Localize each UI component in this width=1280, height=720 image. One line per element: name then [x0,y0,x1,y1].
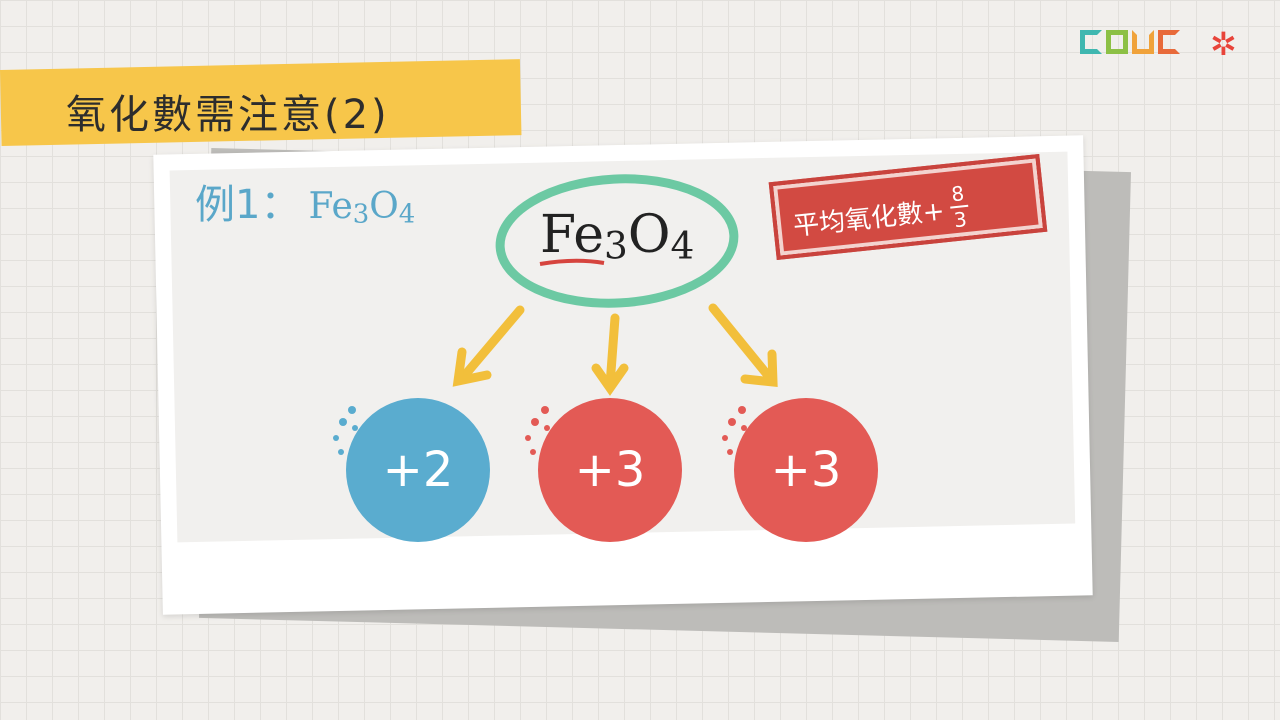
center-sub-3: 3 [604,223,628,268]
splatter-blue [333,406,358,455]
arrow-center-icon [591,313,629,396]
splatter-red-1 [525,406,550,455]
circle-red-1 [538,398,682,542]
example-formula: Fe3O4 [308,186,416,230]
circle-red-2 [734,398,878,542]
example-sub-3: 3 [352,199,370,230]
oxidation-label-3: +3 [770,442,842,498]
highlight-ring [495,174,739,308]
oxidation-label-1: +2 [382,442,454,498]
logo [1080,30,1180,54]
arrow-right-icon [708,303,778,388]
stamp-denominator: 3 [952,206,968,233]
center-fe: Fe [540,205,605,265]
example-label: 例1：Fe3O4 [195,172,415,230]
example-o: O [369,186,399,227]
stamp-numerator: 8 [950,181,966,207]
center-formula: Fe3O4 [540,205,694,268]
circle-blue [346,398,490,542]
brand-mark-icon: ✲ [1210,25,1237,63]
arrow-left-icon [452,305,525,387]
stamp-fraction: 8 3 [948,181,971,233]
center-sub-4: 4 [670,223,695,268]
splatter-red-2 [722,406,747,455]
underline-mark [539,258,605,266]
oxidation-label-2: +3 [574,442,646,498]
example-prefix: 例1： [195,182,301,228]
page-title: 氧化數需注意(2) [66,92,390,138]
example-fe: Fe [308,186,353,227]
center-o: O [627,205,671,265]
example-sub-4: 4 [398,199,416,230]
stamp-text: 平均氧化數+ [791,195,946,242]
